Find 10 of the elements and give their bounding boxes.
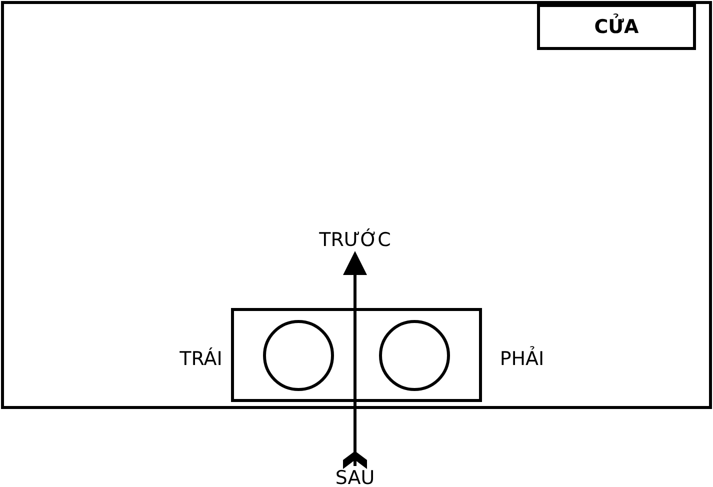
- side-label: TRÁI: [178, 346, 224, 372]
- room-outline: [1, 1, 712, 409]
- direction-label: TRƯỚC: [315, 226, 395, 254]
- circle-marker: [263, 320, 334, 391]
- stand-box: [231, 308, 482, 402]
- direction-label: SAU: [330, 466, 380, 487]
- circle-marker: [379, 320, 450, 391]
- side-label: PHẢI: [498, 346, 546, 372]
- arrow: [343, 251, 367, 469]
- door-label: CỬA: [537, 4, 696, 50]
